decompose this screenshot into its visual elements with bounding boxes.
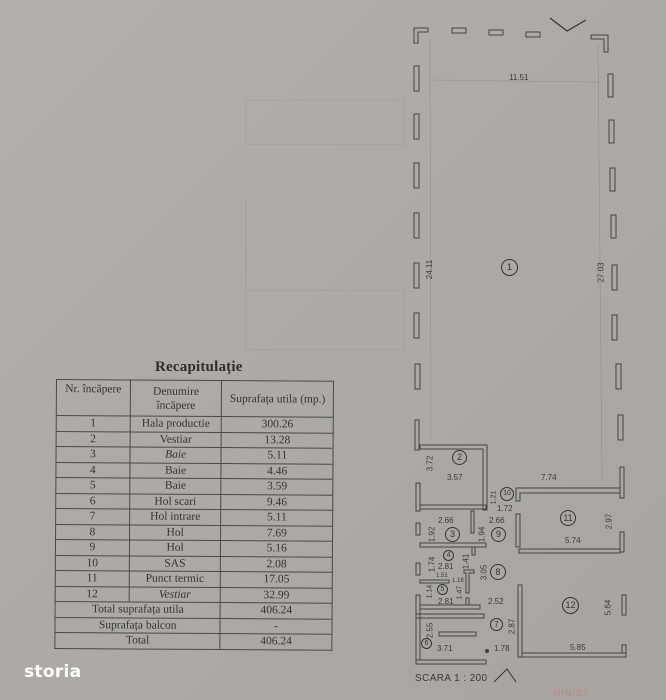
dim-r10-width: 7.74	[541, 473, 557, 482]
ghost-outline-3	[245, 200, 247, 290]
room-3-label: 3	[445, 527, 460, 542]
dim-right-height: 27.03	[596, 262, 606, 283]
dim-r7-w: 1.78	[494, 644, 510, 653]
dim-r4-h: 1.74	[427, 556, 437, 573]
dim-r11-w: 5.74	[565, 536, 581, 545]
dim-r6-h: 2.55	[425, 622, 435, 639]
dim-r3-h: 1.92	[427, 526, 437, 543]
room-5-label: 5	[437, 584, 448, 595]
dim-r7-h: 2.87	[507, 618, 517, 635]
dim-r8-w: 2.52	[488, 597, 504, 606]
room-10-label: 10	[500, 487, 514, 501]
ghost-outline-1	[245, 100, 405, 145]
dim-r4-w: 2.81	[438, 562, 454, 571]
dim-r5-b: 1.16	[452, 578, 464, 584]
dim-r3-w: 2.66	[438, 516, 454, 525]
dim-r5-w: 2.81	[438, 597, 454, 606]
room-4-label: 4	[443, 550, 454, 561]
table-title: Recapitulație	[155, 359, 243, 375]
room-8-label: 8	[490, 564, 506, 580]
dim-r8-h: 3.05	[479, 564, 489, 581]
dim-r6-w: 3.71	[437, 644, 453, 653]
dim-top-width: 11.51	[509, 73, 529, 82]
room-2-label: 2	[452, 450, 467, 465]
dim-r10-w: 1.72	[497, 504, 513, 513]
dim-r12-h: 5.64	[603, 599, 613, 616]
dim-r2-height: 3.72	[425, 455, 435, 472]
stamp-text: MINIST	[553, 688, 590, 698]
dim-r9-h: 1.94	[477, 526, 487, 543]
room-7-label: 7	[490, 618, 503, 631]
dim-r9-w: 2.66	[489, 516, 505, 525]
room-11-label: 11	[560, 510, 576, 526]
room-1-label: 1	[501, 259, 518, 276]
dim-r5-h: 1.14	[426, 584, 434, 599]
dim-r4-h2: 1.41	[461, 553, 471, 570]
room-9-label: 9	[491, 527, 506, 542]
dim-r5-h2: 1.47	[456, 585, 464, 600]
dim-r12-w: 5.85	[570, 643, 586, 652]
ghost-outline-2	[245, 290, 405, 350]
dim-r2-width: 3.57	[447, 473, 463, 482]
room-6-label: 6	[421, 638, 432, 649]
dim-r11-h: 2.97	[604, 513, 614, 530]
dim-r10-h: 1.21	[490, 490, 498, 505]
dim-r5-a: 1.51	[436, 573, 448, 579]
storia-logo: storia	[24, 662, 82, 682]
room-12-label: 12	[562, 597, 579, 614]
dim-left-height: 24.11	[425, 259, 435, 280]
scale-label: SCARA 1 : 200	[415, 673, 488, 684]
